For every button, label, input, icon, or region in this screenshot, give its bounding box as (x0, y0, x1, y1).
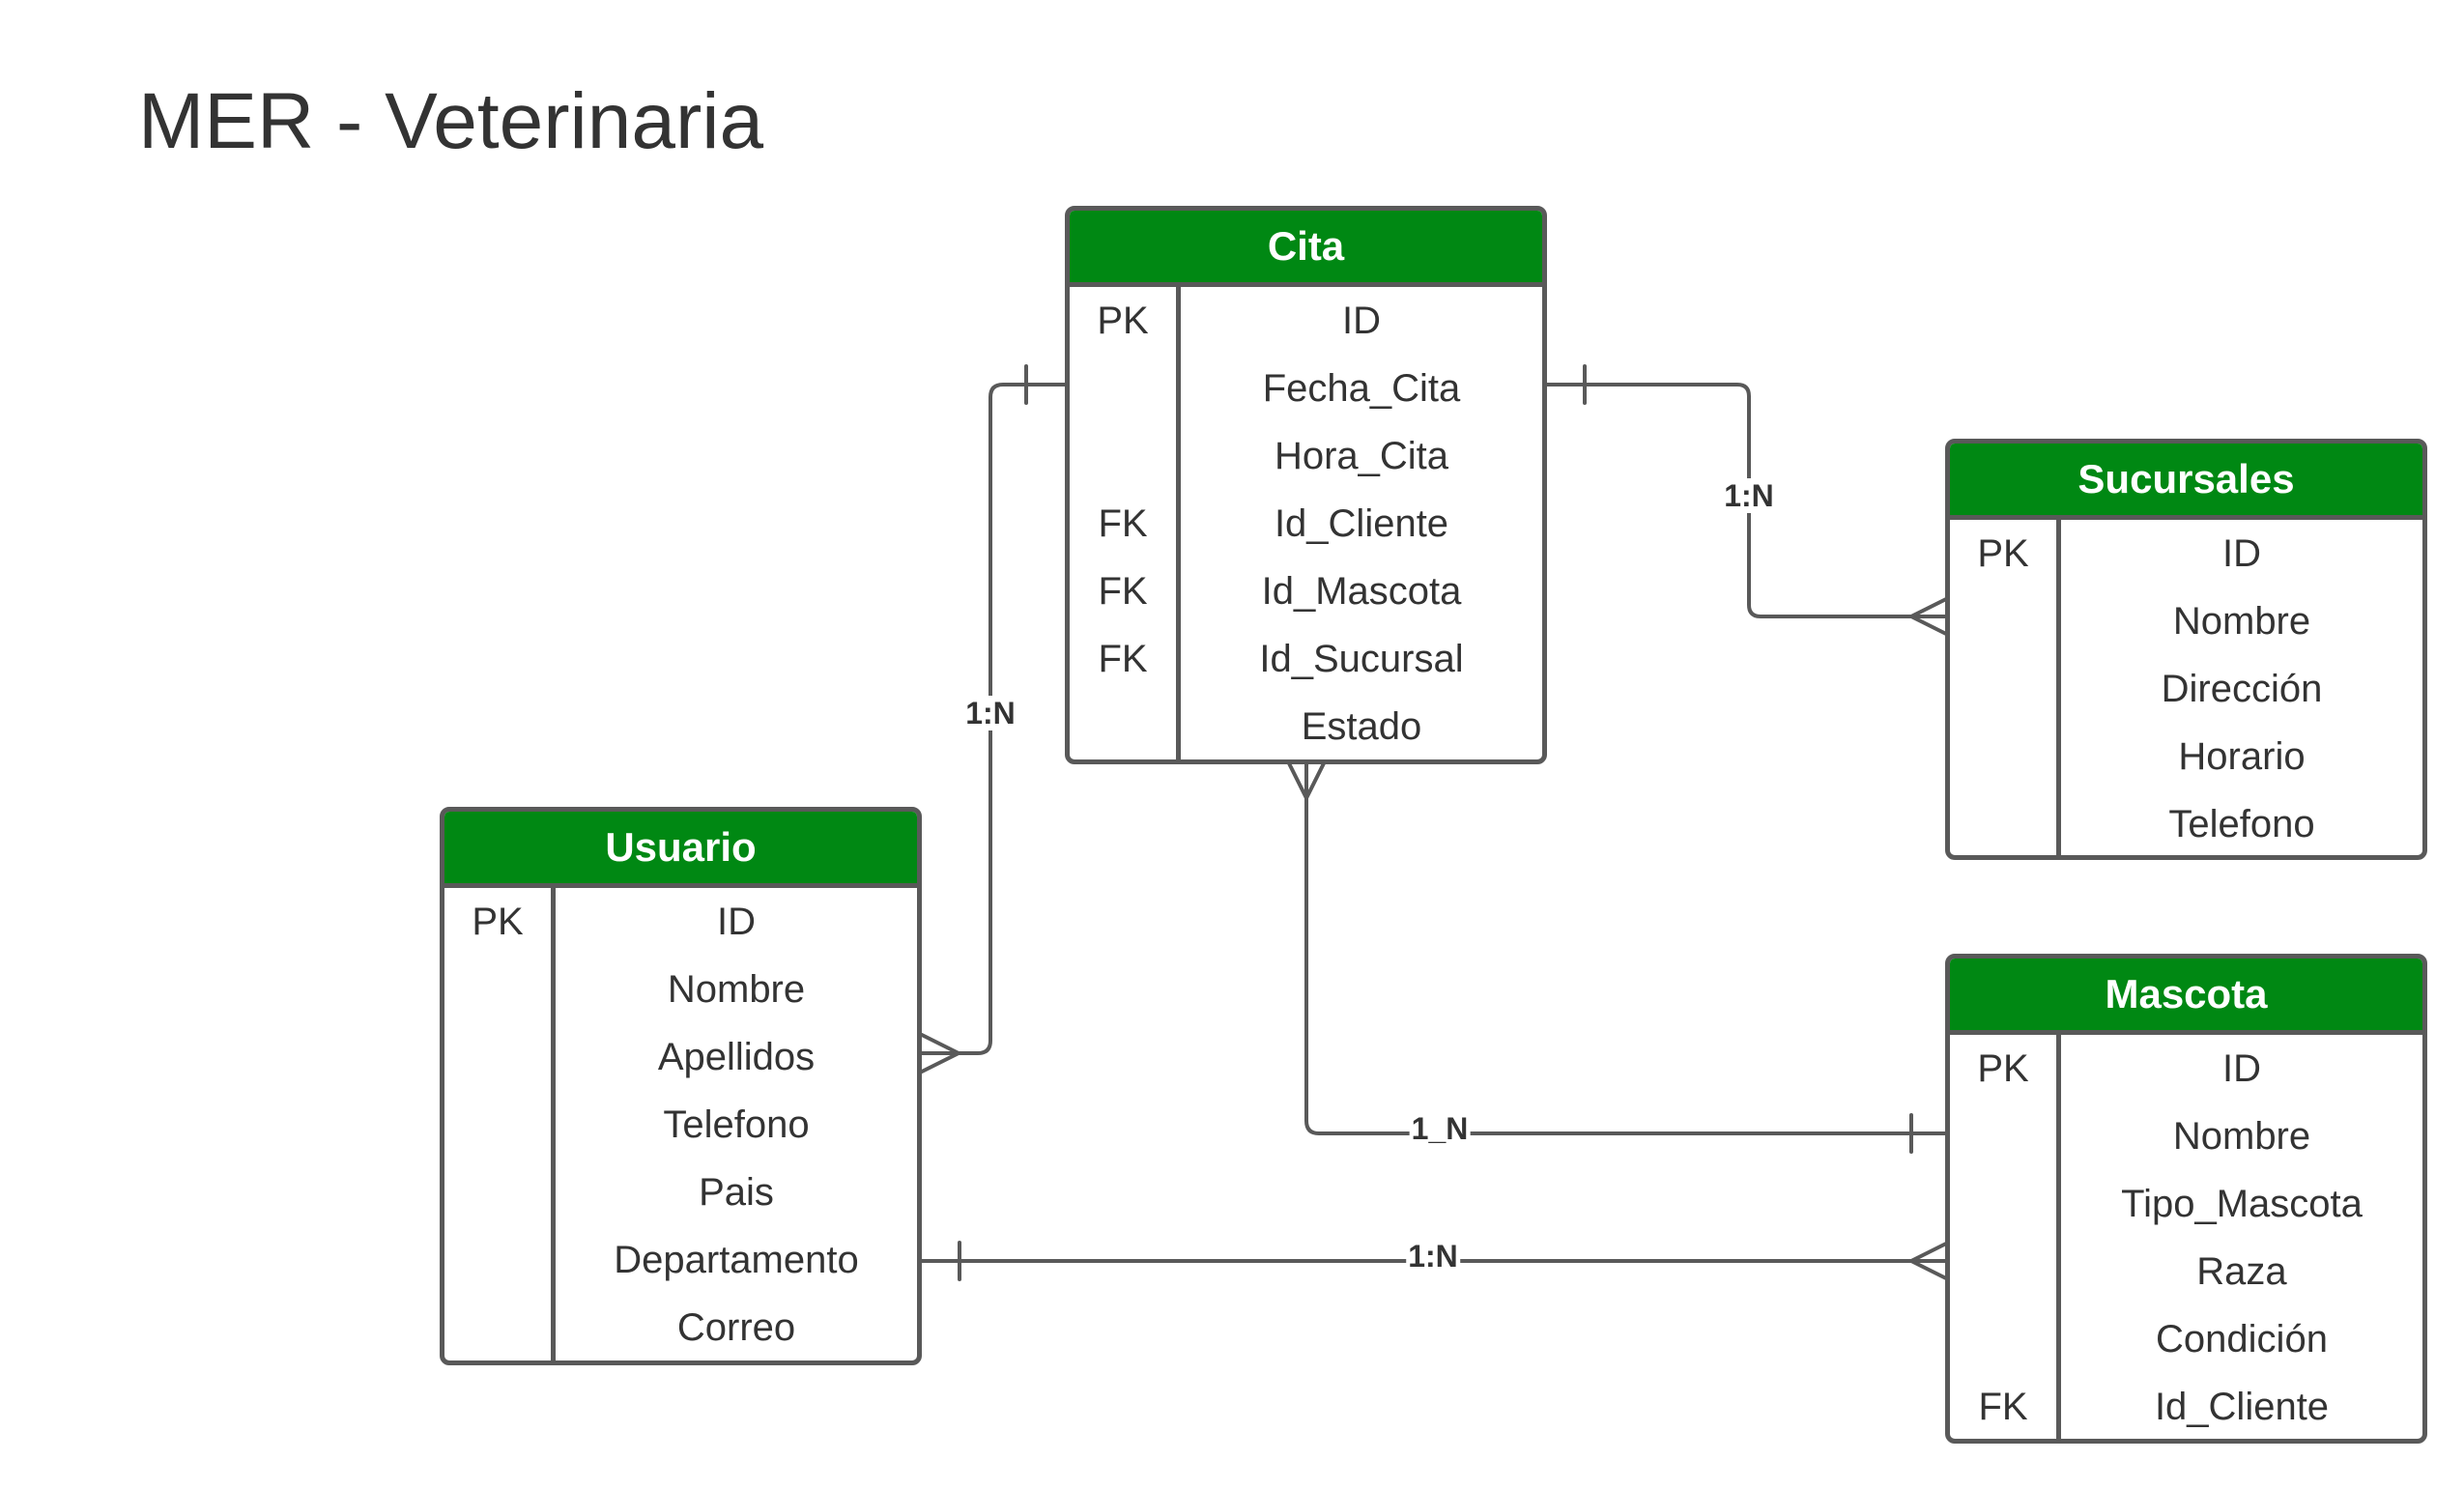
entity-cita[interactable]: Cita PK ID Fecha_Cita Hora_Cita FK Id_Clie… (1065, 206, 1547, 764)
entity-usuario[interactable]: Usuario PK ID Nombre Apellidos Telefono P… (440, 807, 922, 1365)
column-divider (2056, 520, 2061, 855)
entity-sucursales[interactable]: Sucursales PK ID Nombre Dirección Horario… (1945, 439, 2427, 860)
attribute-name: Horario (2178, 734, 2306, 778)
entity-header: Cita (1070, 211, 1542, 287)
attribute-name: Hora_Cita (1274, 434, 1449, 477)
crows-foot-marker (1909, 595, 1952, 638)
attribute-name: ID (1342, 299, 1381, 342)
attribute-row: Nombre (444, 956, 917, 1023)
key-label: PK (472, 900, 524, 943)
attribute-row: FK Id_Sucursal (1070, 625, 1542, 693)
relationship-line-mascota-cita (1304, 758, 1952, 1135)
attribute-name: Dirección (2161, 667, 2323, 710)
attribute-name: Fecha_Cita (1262, 366, 1461, 410)
attribute-name: Nombre (2172, 599, 2311, 643)
attribute-row: Telefono (444, 1091, 917, 1159)
entity-header: Usuario (444, 812, 917, 888)
attribute-name: Correo (676, 1305, 796, 1349)
relationship-label-usuario-mascota: 1:N (1406, 1239, 1460, 1274)
attribute-name: ID (2222, 531, 2261, 575)
column-divider (2056, 1035, 2061, 1439)
attribute-name: Apellidos (657, 1035, 816, 1078)
attribute-row: Estado (1070, 693, 1542, 759)
attribute-name: ID (2222, 1046, 2261, 1090)
attribute-row: PK ID (1950, 1035, 2422, 1102)
attribute-name: Raza (2196, 1249, 2287, 1293)
relationship-label-cita-usuario: 1:N (963, 696, 1017, 730)
attribute-row: Departamento (444, 1226, 917, 1294)
attribute-row: Raza (1950, 1238, 2422, 1305)
attribute-row: Hora_Cita (1070, 422, 1542, 490)
entity-body: PK ID Fecha_Cita Hora_Cita FK Id_Cliente F… (1070, 287, 1542, 759)
attribute-name: ID (717, 900, 756, 943)
attribute-row: Apellidos (444, 1023, 917, 1091)
attribute-name: Id_Mascota (1261, 569, 1462, 613)
attribute-name: Id_Sucursal (1259, 637, 1464, 680)
attribute-name: Condición (2156, 1317, 2328, 1360)
attribute-name: Id_Cliente (2154, 1385, 2330, 1428)
column-divider (1176, 287, 1181, 759)
attribute-row: Condición (1950, 1305, 2422, 1373)
attribute-name: Departamento (614, 1238, 859, 1281)
attribute-row: FK Id_Cliente (1070, 490, 1542, 558)
attribute-name: Telefono (2168, 802, 2315, 845)
attribute-row: Fecha_Cita (1070, 355, 1542, 422)
column-divider (551, 888, 556, 1360)
attribute-name: Tipo_Mascota (2121, 1182, 2363, 1225)
crows-foot-marker (1909, 1240, 1952, 1282)
key-label: FK (1098, 637, 1148, 680)
key-label: FK (1978, 1385, 2028, 1428)
attribute-row: PK ID (444, 888, 917, 956)
relationship-label-cita-sucursales: 1:N (1722, 478, 1776, 513)
attribute-row: Dirección (1950, 655, 2422, 723)
entity-mascota[interactable]: Mascota PK ID Nombre Tipo_Mascota Raza Co… (1945, 954, 2427, 1444)
attribute-name: Id_Cliente (1274, 501, 1449, 545)
key-label: PK (1097, 299, 1149, 342)
crows-foot-marker (1285, 758, 1328, 800)
attribute-row: Telefono (1950, 790, 2422, 855)
page-title: MER - Veterinaria (138, 77, 764, 165)
attribute-row: Nombre (1950, 587, 2422, 655)
entity-header: Mascota (1950, 959, 2422, 1035)
attribute-row: Nombre (1950, 1102, 2422, 1170)
attribute-row: FK Id_Mascota (1070, 558, 1542, 625)
key-label: FK (1098, 569, 1148, 613)
attribute-name: Telefono (663, 1102, 810, 1146)
entity-body: PK ID Nombre Dirección Horario Telefono (1950, 520, 2422, 855)
attribute-row: PK ID (1950, 520, 2422, 587)
attribute-name: Nombre (667, 967, 806, 1011)
attribute-name: Estado (1301, 704, 1422, 748)
entity-header: Sucursales (1950, 444, 2422, 520)
attribute-row: FK Id_Cliente (1950, 1373, 2422, 1439)
entity-body: PK ID Nombre Apellidos Telefono Pais Depa… (444, 888, 917, 1360)
relationship-label-mascota-cita: 1_N (1409, 1111, 1471, 1146)
attribute-row: Horario (1950, 723, 2422, 790)
attribute-name: Nombre (2172, 1114, 2311, 1158)
key-label: FK (1098, 501, 1148, 545)
attribute-row: Pais (444, 1159, 917, 1226)
attribute-row: Correo (444, 1294, 917, 1360)
attribute-row: Tipo_Mascota (1950, 1170, 2422, 1238)
attribute-name: Pais (699, 1170, 774, 1214)
key-label: PK (1977, 531, 2029, 575)
crows-foot-marker (918, 1032, 960, 1074)
attribute-row: PK ID (1070, 287, 1542, 355)
key-label: PK (1977, 1046, 2029, 1090)
